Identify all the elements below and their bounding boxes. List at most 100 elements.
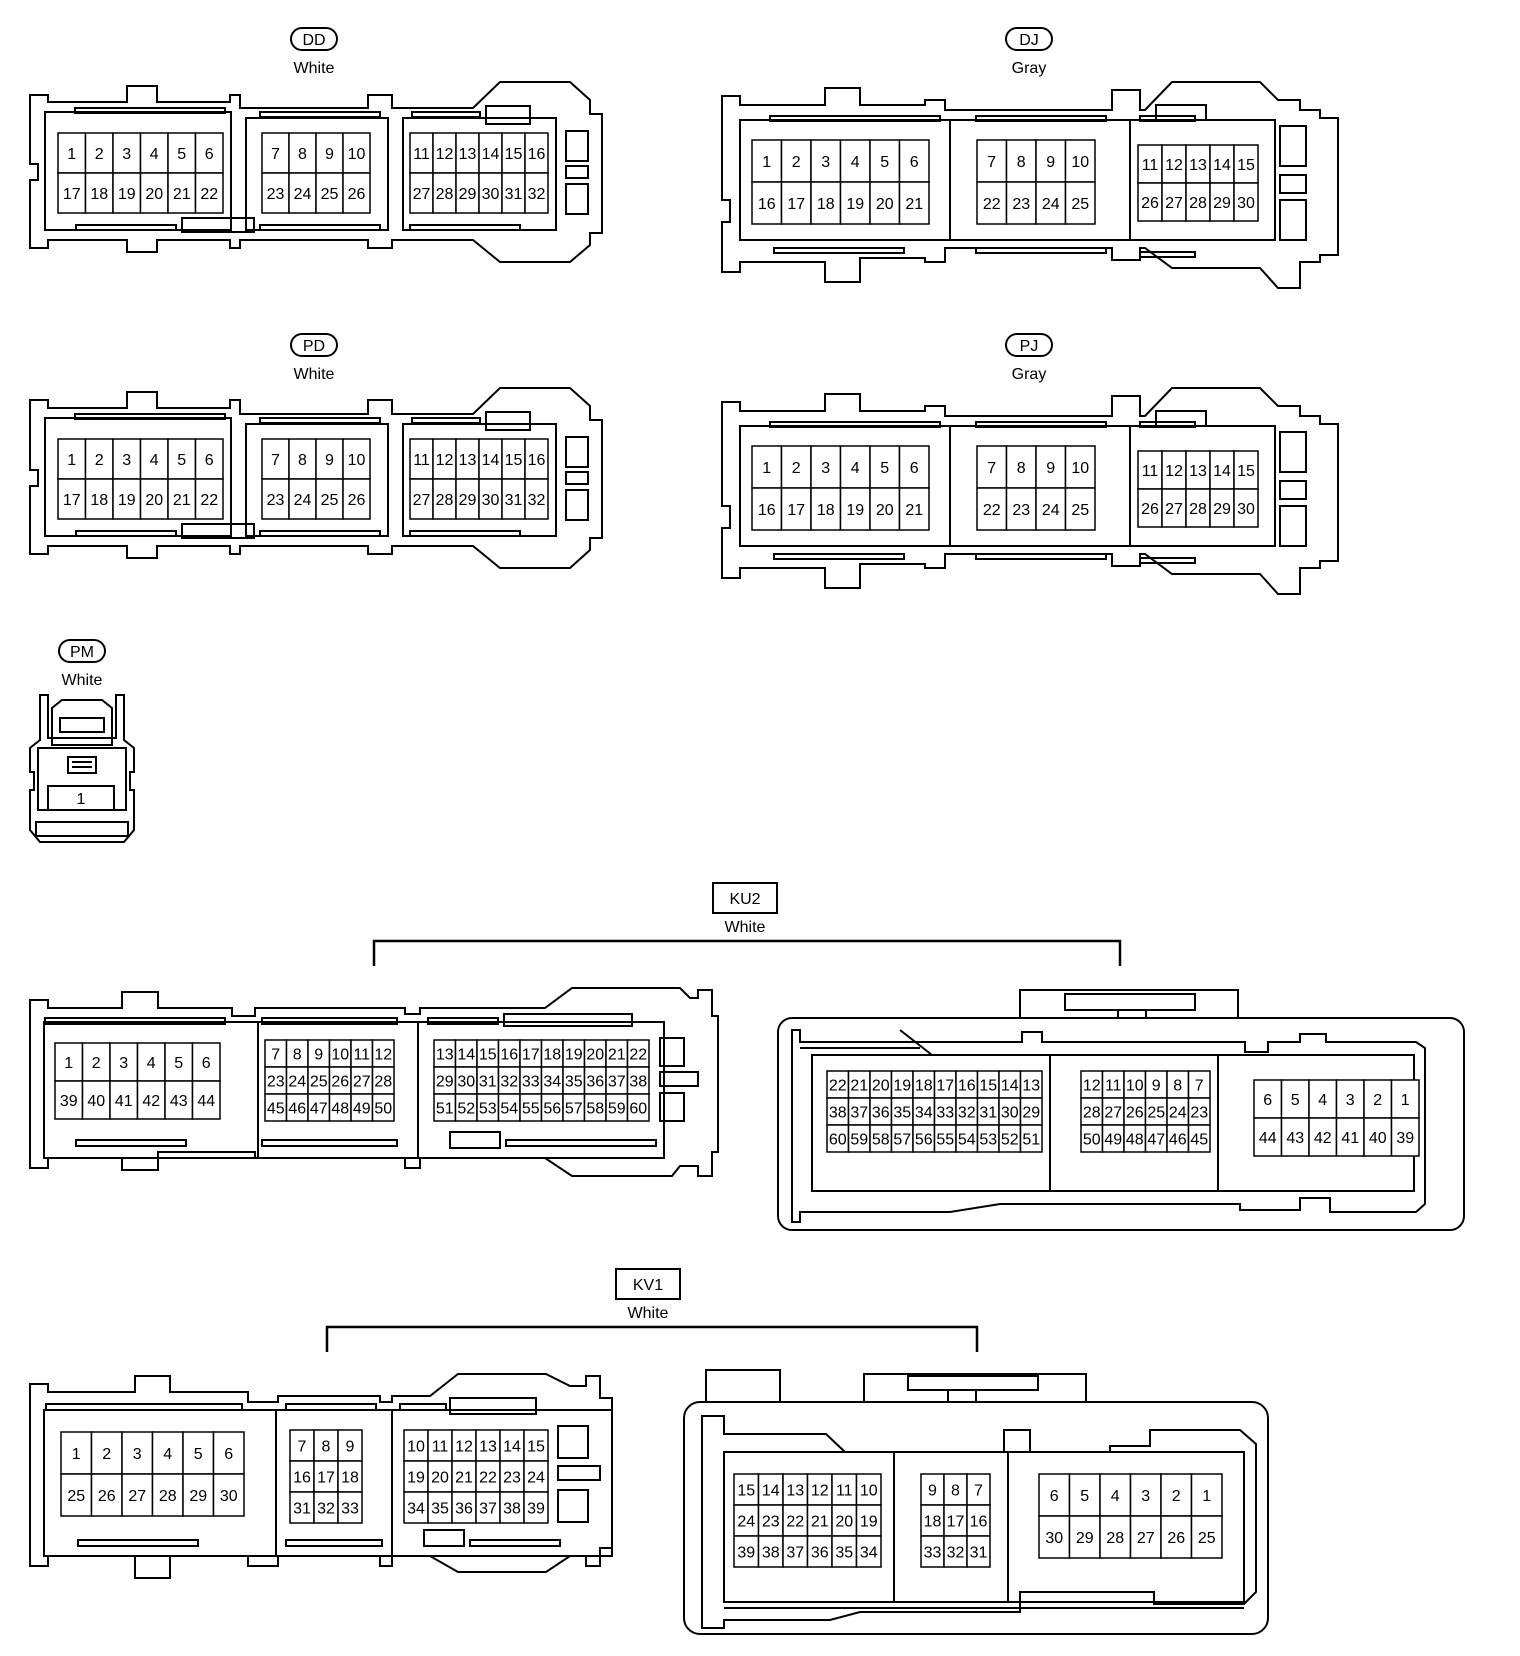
pin-number: 12 xyxy=(455,1439,473,1456)
pin-number: 31 xyxy=(505,186,523,203)
pin-cell xyxy=(1064,487,1096,531)
pin-number: 20 xyxy=(876,196,894,213)
connector-code-badge xyxy=(58,639,106,663)
pin-cell xyxy=(810,487,842,531)
pin-number: 58 xyxy=(586,1101,604,1118)
pin-cell xyxy=(289,1460,315,1493)
pin-number: 34 xyxy=(543,1074,561,1091)
pin-number: 8 xyxy=(1017,460,1026,477)
pin-cell xyxy=(121,1431,154,1475)
pin-number: 4 xyxy=(147,1055,156,1072)
pin-number: 15 xyxy=(1237,157,1255,174)
pin-number: 22 xyxy=(629,1047,647,1064)
pin-number: 21 xyxy=(173,492,191,509)
pin-number: 31 xyxy=(293,1501,311,1518)
pin-number: 3 xyxy=(119,1055,128,1072)
pin-cell xyxy=(751,487,783,531)
pin-number: 9 xyxy=(1046,460,1055,477)
pin-number: 18 xyxy=(543,1047,561,1064)
pin-cell xyxy=(806,1504,833,1537)
pin-cell xyxy=(831,1504,858,1537)
pin-number: 12 xyxy=(811,1483,829,1500)
connector-code: KV1 xyxy=(633,1277,663,1294)
pin-number: 8 xyxy=(951,1483,960,1500)
pin-number: 3 xyxy=(1141,1488,1150,1505)
pin-cell xyxy=(523,1460,549,1493)
pin-cell xyxy=(451,1460,477,1493)
pin-number: 11 xyxy=(432,1439,449,1456)
pin-cell xyxy=(780,181,812,225)
pin-cell xyxy=(182,1473,215,1517)
pin-number: 20 xyxy=(145,186,163,203)
pin-number: 56 xyxy=(543,1101,561,1118)
pin-number: 3 xyxy=(821,154,830,171)
pin-number: 17 xyxy=(522,1047,540,1064)
pin-cell xyxy=(1185,182,1211,222)
pin-number: 1 xyxy=(67,146,76,163)
pin-number: 25 xyxy=(1198,1530,1216,1547)
connector-code-box xyxy=(712,882,778,914)
pin-number: 37 xyxy=(608,1074,626,1091)
pin-number: 23 xyxy=(503,1470,521,1487)
connector-housing-male xyxy=(29,1373,613,1579)
connector-housing-female xyxy=(777,989,1465,1231)
pin-number: 38 xyxy=(629,1074,647,1091)
pin-cell xyxy=(966,1535,991,1568)
pin-number: 14 xyxy=(482,146,500,163)
pin-cell xyxy=(839,445,871,489)
pin-number: 15 xyxy=(1237,463,1255,480)
pin-cell xyxy=(90,1431,123,1475)
pin-cell xyxy=(782,1504,809,1537)
pin-cell xyxy=(1253,1079,1283,1119)
pin-cell xyxy=(1185,488,1211,528)
pin-number: 39 xyxy=(527,1501,545,1518)
pin-number: 2 xyxy=(1373,1092,1382,1109)
pin-cell xyxy=(136,1080,166,1120)
pin-number: 58 xyxy=(872,1132,890,1149)
pin-cell xyxy=(1035,487,1067,531)
pin-number: 17 xyxy=(947,1514,965,1531)
pin-number: 8 xyxy=(322,1439,331,1456)
pin-number: 29 xyxy=(1076,1530,1094,1547)
pin-number: 9 xyxy=(928,1483,937,1500)
pin-number: 21 xyxy=(455,1470,473,1487)
pin-number: 36 xyxy=(586,1074,604,1091)
pin-number: 46 xyxy=(1169,1132,1187,1149)
pin-cell xyxy=(1233,488,1259,528)
pin-cell xyxy=(869,487,901,531)
connector-code-badge xyxy=(1005,333,1053,357)
pin-number: 11 xyxy=(836,1483,853,1500)
pin-number: 38 xyxy=(829,1105,847,1122)
pin-cell xyxy=(757,1504,784,1537)
pin-number: 57 xyxy=(893,1132,911,1149)
pin-cell xyxy=(403,1491,429,1524)
pin-number: 52 xyxy=(1001,1132,1019,1149)
pin-number: 27 xyxy=(353,1074,371,1091)
pin-number: 17 xyxy=(317,1470,335,1487)
pin-number: 54 xyxy=(958,1132,976,1149)
pin-number: 28 xyxy=(1189,501,1207,518)
pin-number: 48 xyxy=(1126,1132,1144,1149)
connector-color: White xyxy=(62,672,103,689)
pin-number: 16 xyxy=(528,452,546,469)
pin-cell xyxy=(337,1491,363,1524)
pin-number: 3 xyxy=(122,452,131,469)
pin-number: 24 xyxy=(1042,196,1060,213)
pin-number: 37 xyxy=(479,1501,497,1518)
pin-number: 28 xyxy=(1083,1105,1101,1122)
pin-cell xyxy=(1161,182,1187,222)
pin-cell xyxy=(855,1535,882,1568)
pin-number: 40 xyxy=(87,1093,105,1110)
pin-cell xyxy=(523,1429,549,1462)
pin-cell xyxy=(57,478,87,520)
pin-number: 39 xyxy=(60,1093,78,1110)
connector-color: White xyxy=(628,1305,669,1322)
pin-number: 52 xyxy=(457,1101,475,1118)
pin-number: 9 xyxy=(325,146,334,163)
pin-number: 35 xyxy=(835,1545,853,1562)
pin-number: 30 xyxy=(482,492,500,509)
pin-number: 1 xyxy=(762,154,771,171)
pin-number: 54 xyxy=(500,1101,518,1118)
